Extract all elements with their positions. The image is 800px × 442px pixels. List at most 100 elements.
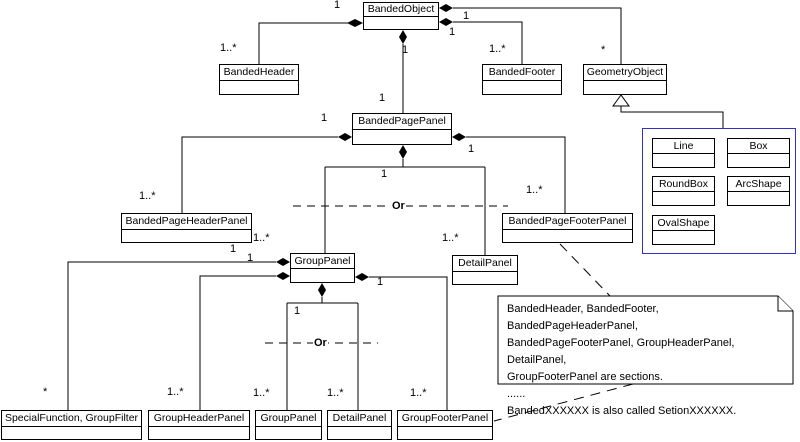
note-text-line: BandedXXXXXX is also called SetionXXXXXX… [507, 405, 737, 417]
composition-diamond [439, 18, 453, 26]
edge-generalization-geometryobject-shapes [620, 106, 724, 128]
composition-diamond [318, 283, 326, 297]
class-name-label: BandedPagePanel [353, 114, 451, 130]
class-attributes-compartment [503, 230, 632, 242]
class-banded-page-header-panel[interactable]: BandedPageHeaderPanel [121, 213, 252, 243]
class-name-label: GeometryObject [584, 65, 666, 81]
composition-diamond [276, 272, 290, 280]
composition-diamond [399, 145, 407, 159]
class-name-label: BandedFooter [483, 65, 561, 81]
class-name-label: Box [728, 139, 789, 154]
class-geometry-object[interactable]: GeometryObject [583, 64, 667, 95]
class-name-label: DetailPanel [453, 256, 517, 272]
class-banded-footer[interactable]: BandedFooter [482, 64, 562, 95]
edge-bandedobject-bandedfooter [453, 21, 523, 64]
edge-bandedpagepanel-bandedpagefooterpanel [466, 136, 566, 213]
class-line[interactable]: Line [652, 138, 715, 168]
multiplicity-label: 1..* [220, 42, 237, 54]
class-group-panel[interactable]: GroupPanel [290, 253, 355, 283]
class-attributes-compartment [291, 269, 354, 282]
generalization-triangle [612, 94, 630, 107]
class-banded-header[interactable]: BandedHeader [219, 64, 299, 95]
class-name-label: BandedObject [364, 3, 438, 17]
edge-grouppanel-groupfooterpanel [369, 276, 448, 410]
class-detail-panel[interactable]: DetailPanel [452, 255, 518, 285]
composition-diamond [452, 133, 466, 141]
class-attributes-compartment [256, 427, 321, 439]
multiplicity-label: 1 [230, 243, 237, 255]
class-attributes-compartment [364, 17, 438, 29]
multiplicity-label: 1..* [327, 387, 344, 399]
note-link-bandedpagefooterpanel [559, 243, 611, 297]
multiplicity-label: 1..* [139, 190, 156, 202]
class-box[interactable]: Box [727, 138, 790, 168]
class-attributes-compartment [653, 231, 714, 244]
multiplicity-label: 1..* [526, 184, 543, 196]
class-name-label: DetailPanel [328, 411, 391, 427]
class-name-label: BandedPageHeaderPanel [122, 214, 251, 230]
multiplicity-label: 1 [294, 305, 301, 317]
or-constraint-label: Or [313, 337, 328, 349]
multiplicity-label: * [601, 44, 606, 56]
composition-diamond [399, 30, 407, 44]
class-attributes-compartment [122, 230, 251, 242]
class-arc-shape[interactable]: ArcShape [727, 176, 790, 206]
multiplicity-label: 1 [247, 252, 254, 264]
class-name-label: BandedHeader [220, 65, 298, 81]
multiplicity-label: 1 [321, 112, 328, 124]
class-attributes-compartment [398, 427, 492, 439]
class-attributes-compartment [728, 154, 789, 167]
multiplicity-label: 1..* [167, 386, 184, 398]
class-name-label: ArcShape [728, 177, 789, 192]
class-oval-shape[interactable]: OvalShape [652, 215, 715, 245]
note-text-line: BandedPageFooterPanel, GroupHeaderPanel,… [507, 337, 735, 366]
class-attributes-compartment [483, 81, 561, 94]
class-banded-page-panel[interactable]: BandedPagePanel [352, 113, 452, 145]
class-detail-panel-bottom[interactable]: DetailPanel [327, 410, 392, 440]
edge-bandedobject-geometryobject [453, 7, 622, 64]
class-attributes-compartment [149, 427, 249, 439]
class-name-label: RoundBox [653, 177, 714, 192]
note-link-groupfooterpanel [493, 383, 634, 422]
multiplicity-label: 1 [381, 168, 388, 180]
class-group-header-panel[interactable]: GroupHeaderPanel [148, 410, 250, 440]
class-attributes-compartment [328, 427, 391, 439]
edge-bandedpagepanel-or-bracket [324, 159, 486, 255]
multiplicity-label: 1 [463, 10, 470, 22]
composition-diamond [355, 273, 369, 281]
class-name-label: Line [653, 139, 714, 154]
class-name-label: GroupHeaderPanel [149, 411, 249, 427]
class-attributes-compartment [353, 130, 451, 144]
class-group-panel-bottom[interactable]: GroupPanel [255, 410, 322, 440]
note-text-line: ...... [507, 388, 526, 400]
class-attributes-compartment [453, 272, 517, 284]
multiplicity-label: 1 [402, 44, 409, 56]
class-banded-object[interactable]: BandedObject [363, 2, 439, 30]
class-attributes-compartment [728, 192, 789, 205]
edge-bandedobject-bandedheader [258, 22, 349, 64]
multiplicity-label: 1 [377, 276, 384, 288]
class-name-label: GroupPanel [291, 254, 354, 269]
composition-diamond [276, 258, 290, 266]
multiplicity-label: 1..* [442, 232, 459, 244]
class-banded-page-footer-panel[interactable]: BandedPageFooterPanel [502, 213, 633, 243]
class-attributes-compartment [220, 81, 298, 94]
uml-note[interactable]: BandedHeader, BandedFooter, BandedPageHe… [507, 301, 787, 420]
multiplicity-label: * [43, 386, 48, 398]
class-round-box[interactable]: RoundBox [652, 176, 715, 206]
class-name-label: BandedPageFooterPanel [503, 214, 632, 230]
note-text-line: BandedHeader, BandedFooter, BandedPageHe… [507, 303, 659, 332]
multiplicity-label: 1..* [410, 387, 427, 399]
class-name-label: GroupPanel [256, 411, 321, 427]
or-constraint-label: Or [391, 200, 406, 212]
class-special-function-group-filter[interactable]: SpecialFunction, GroupFilter [1, 410, 142, 440]
multiplicity-label: 1..* [253, 232, 270, 244]
composition-diamond [439, 4, 453, 12]
uml-note-fold-corner [777, 296, 793, 312]
composition-diamond [347, 19, 363, 27]
multiplicity-label: 1..* [489, 43, 506, 55]
edge-bandedpagepanel-bandedpageheaderpanel [181, 136, 338, 213]
class-group-footer-panel[interactable]: GroupFooterPanel [397, 410, 493, 440]
multiplicity-label: 1 [379, 92, 386, 104]
